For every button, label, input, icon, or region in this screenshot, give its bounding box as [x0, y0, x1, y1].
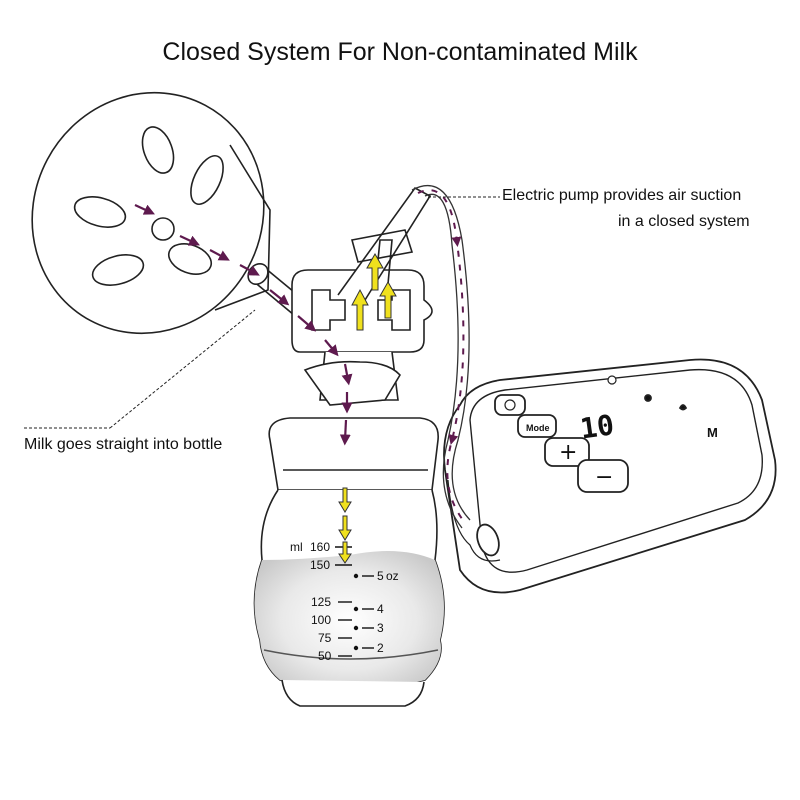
massage-icon [678, 404, 688, 411]
bottle-fill-arrows [338, 487, 352, 564]
scale-oz-3: 3 [377, 621, 384, 635]
pump-labels: 10 Mode + − M [526, 408, 718, 490]
indicator-dot-icon [644, 394, 652, 402]
memory-label: M [707, 425, 718, 440]
scale-oz-2: 2 [377, 641, 384, 655]
plus-button[interactable] [544, 437, 590, 467]
diagram-title: Closed System For Non-contaminated Milk [162, 38, 638, 66]
pump-annotation-line-2: in a closed system [618, 213, 750, 230]
electric-pump-unit [443, 358, 777, 594]
scale-ml-160: 160 [310, 540, 330, 554]
milk-flow-arrows [134, 204, 353, 446]
indicator-icon [607, 375, 617, 385]
scale-ml-150: 150 [310, 558, 330, 572]
pump-annotation-line-1: Electric pump provides air suction [502, 187, 742, 204]
milk-annotation: Milk goes straight into bottle [24, 436, 223, 453]
hose-flow-arrows [417, 189, 467, 525]
scale-ml-100: 100 [311, 613, 331, 627]
suction-arrows [351, 252, 397, 331]
scale-ml-75: 75 [318, 631, 332, 645]
scale-oz-5: 5 [377, 569, 384, 583]
callout-leaders [24, 196, 500, 429]
plus-button-label: + [559, 440, 577, 465]
power-button[interactable] [494, 394, 526, 416]
scale-oz-4: 4 [377, 602, 384, 616]
scale-ml-125: 125 [311, 595, 331, 609]
power-icon [504, 399, 516, 411]
scale-ml-50: 50 [318, 649, 332, 663]
mode-button-label: Mode [526, 423, 550, 433]
minus-button-label: − [595, 465, 613, 490]
minus-button[interactable] [577, 459, 629, 493]
bottle-scale-labels: ml 160 150 125 100 75 50 5 oz 4 3 2 [290, 540, 399, 663]
bottle-scale [335, 546, 374, 657]
bottle [253, 417, 445, 707]
scale-unit-ml: ml [290, 540, 303, 554]
mode-button[interactable] [517, 414, 557, 438]
pump-display-value: 10 [578, 408, 616, 445]
breast-shield [31, 91, 341, 346]
scale-unit-oz: oz [386, 569, 399, 583]
